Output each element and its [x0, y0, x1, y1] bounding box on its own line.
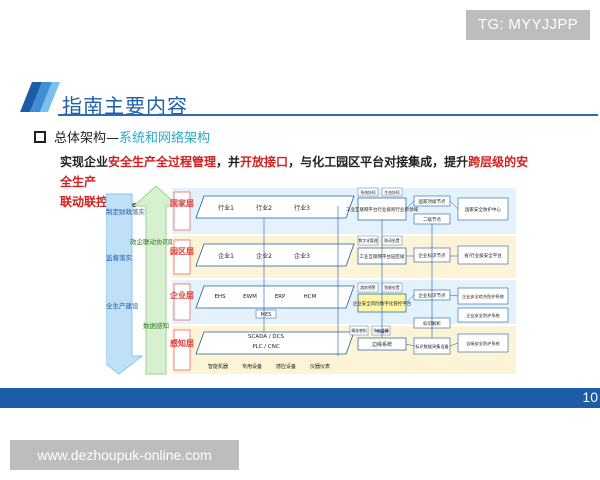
desc-part: ，与化工园区平台对接集成，提升: [288, 155, 469, 169]
layer-label-box: [173, 191, 191, 231]
title-divider: [58, 114, 598, 116]
center-box: [457, 307, 509, 323]
center-box: [457, 245, 509, 265]
tag-label: 生态协同: [384, 190, 399, 195]
node-label: 标识数据采集设备: [415, 343, 449, 350]
national-item: 行业1: [218, 204, 234, 212]
section-heading-accent: 系统和网络架构: [119, 131, 211, 146]
layer-label-box: [173, 283, 191, 321]
tag-box: [357, 282, 379, 293]
footer-bar: [0, 388, 600, 408]
link-line: [449, 342, 459, 347]
center-label: 企业安全防护系统: [466, 312, 500, 319]
link-line: [405, 343, 415, 347]
tag-label: 超前预警: [360, 285, 375, 290]
tag-label: 作业监测: [373, 328, 388, 333]
enterprise-item: EHS: [214, 294, 226, 300]
perception-item: SCADA / DCS: [248, 334, 284, 340]
layer-name-perception: 感知层: [170, 338, 194, 348]
section-heading-main: 总体架构—: [54, 131, 120, 146]
desc-highlight: 开放接口: [240, 155, 289, 169]
tag-label: 数字化管理: [359, 238, 378, 243]
section-heading: 总体架构—系统和网络架构: [54, 127, 210, 146]
left-arrow-top: 政策制定财政落实: [106, 207, 146, 216]
layer-name-enterprise: 企业层: [169, 290, 194, 300]
tag-label: 精准感知: [351, 328, 366, 333]
plane-enterprise: [195, 285, 355, 309]
tag-label: 系统协同: [360, 190, 375, 195]
desc-part: 实现企业: [60, 155, 109, 169]
mid-arrow-bottom: 数据感知: [143, 321, 169, 330]
footer-url-watermark: www.dezhoupuk-online.com: [10, 440, 239, 470]
description-paragraph: 实现企业安全生产全过程管理，并开放接口，与化工园区平台对接集成，提升跨层级的安全…: [60, 152, 530, 212]
park-item: 企业3: [294, 252, 310, 260]
layer-label-box: [173, 239, 191, 275]
mid-arrow-top: 政企联动协同联动: [130, 237, 183, 246]
layer-label-box: [173, 329, 191, 371]
center-label: 企业安全综合防护系统: [462, 293, 504, 300]
tag-box: [357, 187, 379, 197]
link-line: [405, 294, 415, 304]
watermark-tag: TG: MYYJJPP: [466, 10, 590, 40]
desc-highlight: 安全生产全过程管理: [108, 155, 217, 169]
plane-park: [195, 243, 355, 267]
tag-box: [349, 325, 369, 336]
enterprise-item: HCM: [304, 294, 317, 300]
national-item: 行业3: [294, 204, 310, 212]
link-line: [449, 200, 459, 210]
left-arrow-mid: 监督落实: [106, 253, 133, 262]
enterprise-item: EWM: [243, 294, 257, 300]
desc-highlight: 跨层级的安全生产: [60, 155, 529, 189]
perception-item: PLC / CNC: [252, 344, 280, 350]
perception-item: 智能机器: [208, 363, 228, 370]
tag-box: [357, 235, 379, 246]
enterprise-item: MES: [261, 312, 272, 318]
node-label: 国家顶级节点: [419, 198, 446, 205]
left-arrow-bottom: 安全生产建设: [106, 301, 139, 310]
architecture-diagram: 政策制定财政落实 监督落实 安全生产建设 政企联动协同联动 数据感知 国家层 园…: [106, 186, 516, 375]
center-label: 省/行业级安全平台: [464, 252, 502, 259]
perception-item: 仪器仪表: [310, 363, 330, 370]
desc-part: ，并: [216, 155, 241, 169]
layer-name-park: 园区层: [170, 247, 194, 256]
title-stripes-icon: [20, 82, 60, 112]
link-line: [405, 200, 415, 210]
national-item: 行业2: [256, 204, 272, 212]
node-label: 二级节点: [423, 216, 441, 223]
page-number: 10: [582, 389, 598, 405]
perception-item: 感应设备: [276, 363, 296, 370]
plane-national: [195, 195, 355, 219]
enterprise-item: ERP: [275, 294, 286, 300]
layer-name-national: 国家层: [170, 198, 194, 208]
center-label: 边缘安全防护系统: [466, 340, 500, 347]
bullet-square-icon: [34, 131, 46, 143]
tag-label: 联动处置: [384, 238, 399, 243]
link-line: [449, 294, 459, 297]
tag-box: [371, 325, 391, 336]
tag-box: [381, 187, 403, 197]
park-item: 企业1: [218, 252, 234, 260]
center-label: 国家安全防护中心: [465, 206, 501, 213]
left-arrow: [106, 193, 144, 375]
tag-label: 智能处置: [384, 285, 399, 290]
mes-box: [255, 309, 277, 319]
platform-national-label: 工业互联网平台行业级跨行业跨领域: [346, 206, 418, 213]
perception-item: 专用设备: [242, 363, 262, 370]
platform-perception-label: 边缘系统: [372, 341, 392, 348]
plane-perception: [195, 331, 355, 355]
